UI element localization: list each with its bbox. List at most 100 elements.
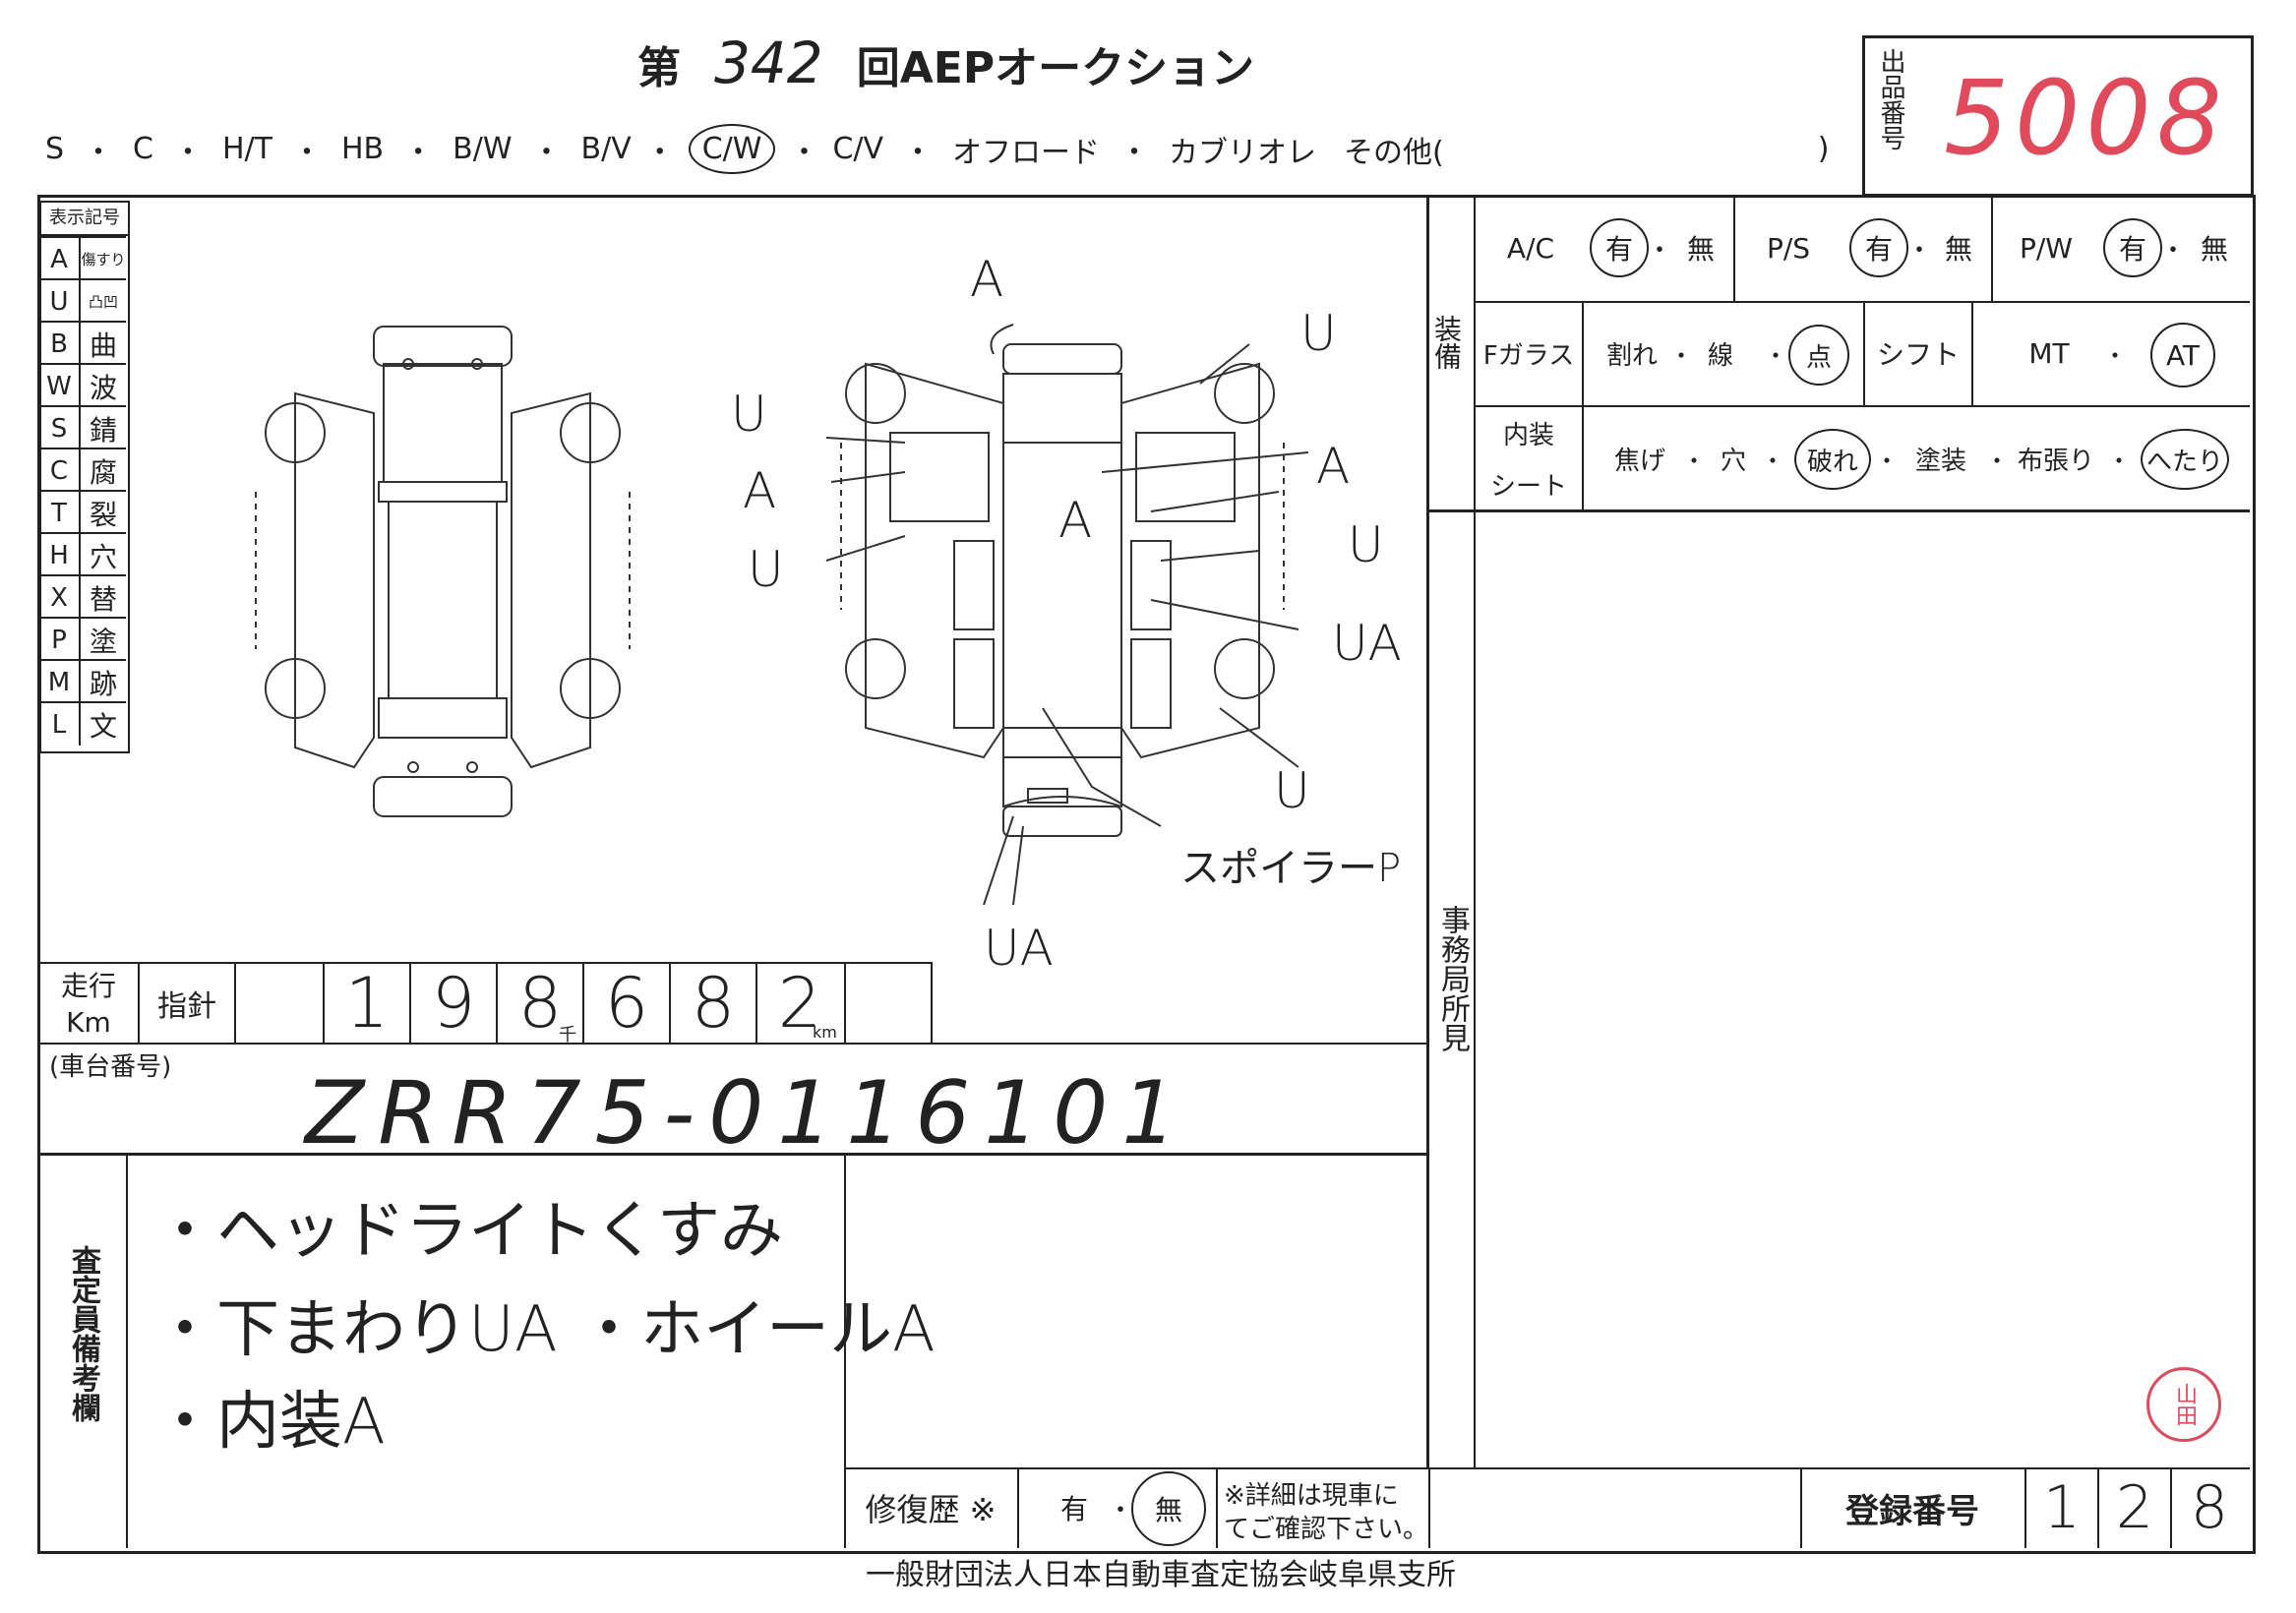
shift-at-selected[interactable]: AT [2150, 323, 2215, 388]
legend-code: M [39, 661, 81, 703]
legend-meaning: 腐 [89, 455, 117, 489]
inspector-remarks-label: 査定員備考欄 [66, 1245, 100, 1422]
interior-sep5: ・ [2107, 447, 2131, 475]
main-frame [37, 195, 2256, 1554]
legend-title: 表示記号 [41, 203, 128, 236]
legend-meaning: 裂 [89, 498, 117, 531]
repair-yes[interactable]: 有 [1059, 1493, 1088, 1525]
mark-ua-rear-bumper: UA [984, 920, 1054, 977]
shift-sep: ・ [2103, 341, 2127, 370]
office-remarks-area[interactable] [1478, 513, 2247, 1467]
lot-number-box: 出品番号 5008 [1862, 35, 2254, 197]
legend-code: A [39, 238, 81, 280]
odometer-digit-4[interactable]: 6 [604, 963, 649, 1044]
mark-u-left-rear: U [748, 541, 784, 598]
mark-ua-right-rear: UA [1332, 615, 1402, 672]
registration-digit-1[interactable]: 1 [2042, 1473, 2082, 1542]
ac-label: A/C [1506, 231, 1555, 265]
interior-burn[interactable]: 焦げ [1613, 446, 1665, 476]
interior-cloth[interactable]: 布張り [2017, 446, 2094, 476]
interior-sep4: ・ [1985, 447, 2009, 475]
pw-no[interactable]: 無 [2200, 233, 2228, 266]
interior-paint[interactable]: 塗装 [1914, 446, 1966, 476]
diagram-hood [383, 363, 503, 483]
odometer-digit-2[interactable]: 9 [431, 963, 476, 1044]
body-type-c[interactable]: C [133, 132, 153, 166]
diagram-roof [388, 501, 498, 699]
repair-history-label: 修復歴 ※ [865, 1491, 997, 1528]
chassis-label: (車台番号) [49, 1052, 172, 1082]
odometer-digit-5[interactable]: 8 [691, 963, 736, 1044]
pw-sep: ・ [2159, 235, 2186, 266]
inspector-note-3[interactable]: ・内装A [153, 1386, 386, 1459]
fglass-line[interactable]: 線 [1707, 340, 1733, 371]
ac-no[interactable]: 無 [1686, 233, 1715, 266]
odometer-label-2: Km [66, 1005, 111, 1039]
interior-sag-selected[interactable]: へたり [2141, 429, 2229, 490]
equipment-label: 装備 [1430, 315, 1463, 370]
interior-hole[interactable]: 穴 [1720, 446, 1746, 476]
registration-digit-3[interactable]: 8 [2190, 1473, 2229, 1542]
mark-u-front-right: U [1300, 305, 1337, 362]
legend-code: H [39, 534, 81, 576]
legend-meaning: 曲 [89, 329, 117, 362]
inspector-note-1[interactable]: ・ヘッドライトくすみ [153, 1195, 783, 1268]
legend-code: C [39, 449, 81, 492]
diagram-wheel-fl [265, 402, 326, 463]
ps-no[interactable]: 無 [1944, 233, 1972, 266]
body-type-s[interactable]: S [45, 132, 65, 166]
odometer-digit-1[interactable]: 1 [344, 963, 390, 1044]
mark-a-left-door: A [743, 462, 777, 519]
pw-yes-selected[interactable]: 有 [2103, 218, 2162, 277]
interior-sep1: ・ [1682, 447, 1706, 475]
odometer-digit-6[interactable]: 2 [777, 963, 822, 1044]
auction-round-number: 342 [714, 30, 823, 96]
ac-yes-selected[interactable]: 有 [1590, 218, 1649, 277]
registration-digit-2[interactable]: 2 [2115, 1473, 2154, 1542]
fglass-sep1: ・ [1669, 341, 1693, 370]
odometer-digit-3[interactable]: 8 [517, 963, 563, 1044]
legend-meaning: 文 [89, 709, 117, 743]
body-type-ht[interactable]: H/T [222, 132, 272, 166]
title-suffix: 回AEPオークション [856, 43, 1255, 93]
interior-label: 内装 [1502, 420, 1554, 450]
body-type-other-close: ) [1817, 132, 1830, 166]
diagram-wheel-fr [560, 402, 621, 463]
chassis-number[interactable]: ZRR75-0116101 [305, 1062, 1191, 1164]
fglass-dot-selected[interactable]: 点 [1788, 325, 1849, 386]
body-type-cw-selected[interactable]: C/W [688, 124, 776, 174]
legend-meaning: 凸凹 [88, 293, 118, 311]
body-type-bw[interactable]: B/W [453, 132, 513, 166]
legend-meaning: 傷すり [81, 251, 126, 269]
pw-label: P/W [2019, 231, 2073, 265]
mark-u-left-door: U [731, 386, 767, 443]
repair-sep: ・ [1107, 1495, 1133, 1525]
repair-note-1: ※詳細は現車に [1224, 1481, 1399, 1511]
mark-a-right-door: A [1316, 438, 1351, 495]
body-type-cabriolet[interactable]: カブリオレ [1169, 135, 1317, 170]
interior-tear-selected[interactable]: 破れ [1794, 429, 1871, 490]
mark-spoiler-p: スポイラーP [1180, 846, 1402, 891]
repair-no-selected[interactable]: 無 [1131, 1471, 1206, 1546]
fglass-label: Fガラス [1482, 340, 1575, 371]
body-type-bv[interactable]: B/V [580, 132, 632, 166]
body-type-cv[interactable]: C/V [832, 132, 884, 166]
body-type-hb[interactable]: HB [341, 132, 385, 166]
diagram-wheel-rl [265, 658, 326, 719]
fglass-crack[interactable]: 割れ [1605, 340, 1658, 371]
inspector-note-2[interactable]: ・下まわりUA ・ホイールA [153, 1293, 936, 1366]
shift-mt[interactable]: MT [2028, 336, 2070, 370]
legend-meaning: 替 [89, 582, 117, 616]
ps-yes-selected[interactable]: 有 [1849, 218, 1908, 277]
body-type-offroad[interactable]: オフロード [952, 135, 1101, 170]
body-type-other[interactable]: その他( [1344, 135, 1444, 170]
odometer-type: 指針 [157, 989, 216, 1024]
fglass-sep2: ・ [1764, 341, 1787, 370]
lot-number-value[interactable]: 5008 [1944, 58, 2228, 178]
